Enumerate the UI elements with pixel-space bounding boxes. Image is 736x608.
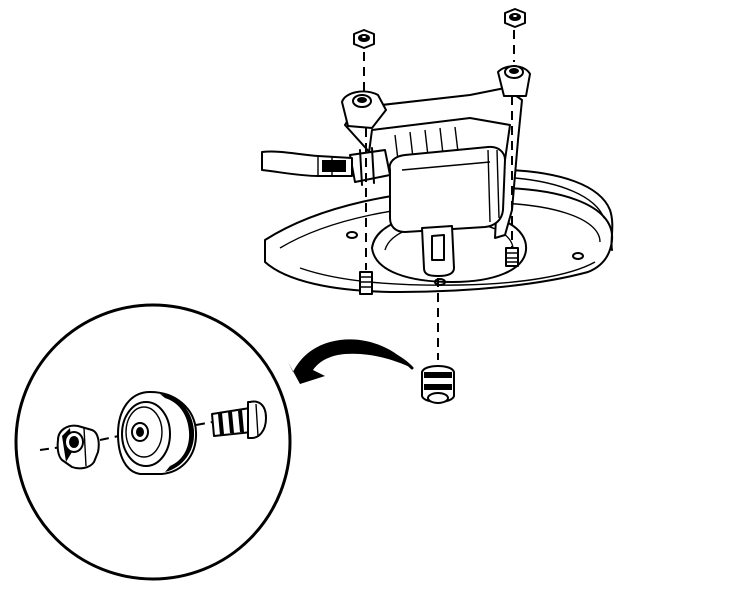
plate-hole-left: [346, 231, 358, 239]
plate-hole-right: [572, 252, 584, 260]
grommet-assembled: [421, 365, 455, 404]
inset-hex-nut: [56, 424, 100, 470]
stud-right: [504, 65, 524, 79]
module-connector: [349, 149, 391, 183]
inset-screw: [211, 400, 267, 439]
nut-upper-left: [353, 29, 375, 49]
control-module: [261, 65, 531, 277]
nut-upper-right: [504, 8, 526, 28]
stud-right-threads: [505, 247, 519, 267]
detail-inset: [14, 303, 292, 581]
stud-left: [352, 94, 372, 108]
inset-grommet: [117, 391, 198, 475]
detail-arrow: [288, 339, 414, 384]
upper-fasteners: [352, 8, 526, 295]
stud-left-threads: [359, 271, 373, 295]
